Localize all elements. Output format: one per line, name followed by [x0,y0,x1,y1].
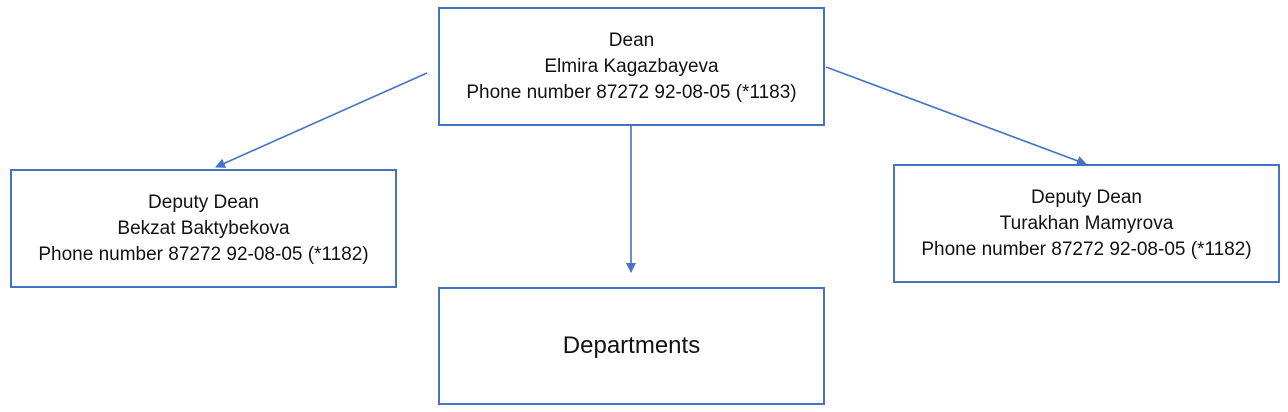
deputy-dean-right-box: Deputy Dean Turakhan Mamyrova Phone numb… [893,164,1280,283]
connector-dean-to-deputy-right [825,66,1087,166]
dean-box: Dean Elmira Kagazbayeva Phone number 872… [438,7,825,126]
deputy-left-phone: Phone number 87272 92-08-05 (*1182) [38,243,369,265]
deputy-left-role: Deputy Dean [148,191,259,213]
deputy-dean-left-box: Deputy Dean Bekzat Baktybekova Phone num… [10,169,397,288]
dean-name: Elmira Kagazbayeva [544,55,719,77]
departments-box: Departments [438,287,825,405]
deputy-left-name: Bekzat Baktybekova [117,217,290,239]
deputy-right-role: Deputy Dean [1031,186,1142,208]
dean-role: Dean [608,29,655,51]
departments-label: Departments [562,332,701,359]
connector-dean-to-deputy-left [215,72,428,168]
deputy-right-name: Turakhan Mamyrova [999,212,1174,234]
dean-phone: Phone number 87272 92-08-05 (*1183) [466,81,797,103]
deputy-right-phone: Phone number 87272 92-08-05 (*1182) [921,238,1252,260]
